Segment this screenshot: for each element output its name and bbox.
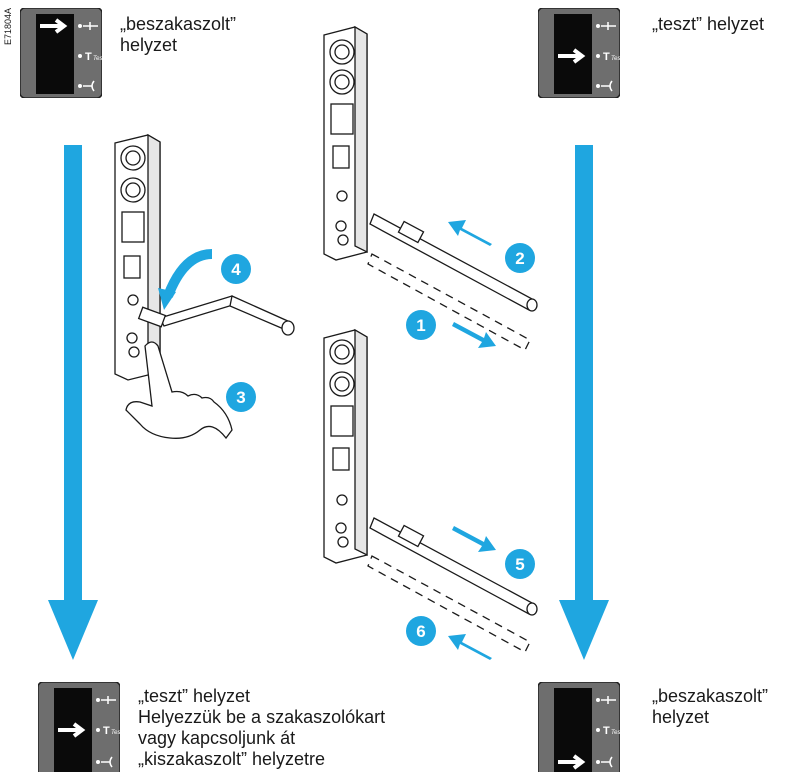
- svg-text:T: T: [603, 51, 610, 63]
- svg-text:Test: Test: [611, 56, 620, 62]
- step-4-label: 4: [231, 260, 241, 279]
- small-arrows: [448, 220, 496, 660]
- label-top-right: „teszt” helyzet: [652, 14, 765, 34]
- step-6-label: 6: [416, 622, 425, 641]
- step-6-badge: [406, 616, 436, 646]
- arrow-down-right-icon: [559, 145, 609, 660]
- svg-text:Test: Test: [93, 56, 102, 62]
- step-5-badge: [505, 549, 535, 579]
- actuating-rod-top: [369, 213, 538, 312]
- arrow-up-left-icon: [448, 634, 492, 660]
- step-3-badge: [226, 382, 256, 412]
- arrow-up-left-icon: [448, 220, 492, 246]
- indicator-panel-disconnected-icon: TTest: [538, 682, 620, 772]
- step-4-badge: [221, 254, 251, 284]
- step-markers: 1 2 3 4 5 6: [221, 243, 535, 646]
- step-1-badge: [406, 310, 436, 340]
- breaker-module-bottom: [323, 328, 368, 564]
- indicator-panel-test-icon: TTest: [38, 682, 120, 772]
- arrow-down-left-icon: [48, 145, 98, 660]
- label-bottom-left: „teszt” helyzet Helyezzük be a szakaszol…: [138, 686, 386, 769]
- svg-text:T: T: [85, 51, 92, 63]
- hand-illustration: [125, 341, 233, 440]
- svg-text:T: T: [103, 725, 110, 737]
- step-1-label: 1: [416, 316, 425, 335]
- indicator-panel-test-icon: TTest: [538, 8, 620, 98]
- arrow-down-right-icon: [452, 322, 496, 348]
- actuating-rod-ghost-bottom: [367, 555, 531, 653]
- crank-handle: [137, 295, 295, 336]
- label-top-left: „beszakaszolt” helyzet: [120, 14, 237, 55]
- label-bottom-right: „beszakaszolt” helyzet: [652, 686, 769, 727]
- actuating-rod-bottom: [369, 517, 538, 616]
- step-5-label: 5: [515, 555, 524, 574]
- breaker-module-top: [323, 25, 368, 261]
- step-2-badge: [505, 243, 535, 273]
- indicator-panel-connected-icon: TTest: [20, 8, 102, 98]
- step-3-label: 3: [236, 388, 245, 407]
- curved-arrow-icon: [163, 249, 213, 298]
- svg-text:Test: Test: [111, 730, 120, 736]
- step-2-label: 2: [515, 249, 524, 268]
- actuating-rod-ghost-top: [367, 253, 531, 351]
- arrow-down-right-icon: [452, 526, 496, 552]
- svg-text:Test: Test: [611, 730, 620, 736]
- svg-text:T: T: [603, 725, 610, 737]
